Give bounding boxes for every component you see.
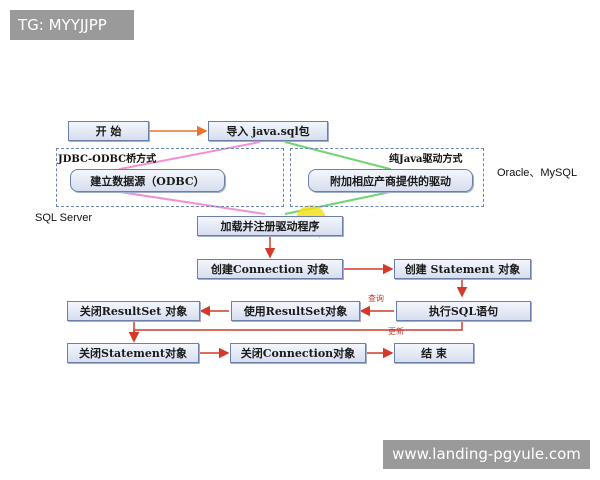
watermark: www.landing-pgyule.com: [383, 440, 590, 469]
node-create-statement: 创建 Statement 对象: [394, 259, 531, 279]
node-close-statement: 关闭Statement对象: [67, 343, 199, 363]
pure-java-group: [290, 148, 484, 207]
node-odbc-data-source: 建立数据源（ODBC）: [70, 169, 225, 192]
node-load-driver: 加载并注册驱动程序: [197, 216, 343, 236]
jdbc-odbc-group-label: JDBC-ODBC桥方式: [58, 154, 157, 165]
flowchart-slide: JDBC-ODBC桥方式 纯Java驱动方式 开 始 导入 java.sql包 …: [0, 112, 600, 363]
node-close-resultset: 关闭ResultSet 对象: [67, 301, 200, 321]
node-start: 开 始: [68, 121, 149, 141]
jdbc-odbc-group: [56, 148, 284, 207]
arrow-exec-update: [128, 321, 463, 343]
node-create-connection: 创建Connection 对象: [197, 259, 343, 279]
node-end: 结 束: [394, 343, 474, 363]
edge-label-update: 更新: [388, 327, 404, 336]
node-execute-sql: 执行SQL语句: [396, 301, 531, 321]
label-oracle-mysql: Oracle、MySQL: [497, 167, 578, 179]
edge-label-query: 查询: [368, 294, 384, 303]
label-sql-server: SQL Server: [35, 212, 93, 224]
node-use-resultset: 使用ResultSet对象: [231, 301, 360, 321]
channel-tag: TG: MYYJJPP: [10, 10, 134, 40]
node-attach-driver: 附加相应产商提供的驱动: [308, 169, 473, 192]
pure-java-group-label: 纯Java驱动方式: [389, 154, 463, 165]
node-close-connection: 关闭Connection对象: [230, 343, 366, 363]
node-import-package: 导入 java.sql包: [208, 121, 328, 141]
